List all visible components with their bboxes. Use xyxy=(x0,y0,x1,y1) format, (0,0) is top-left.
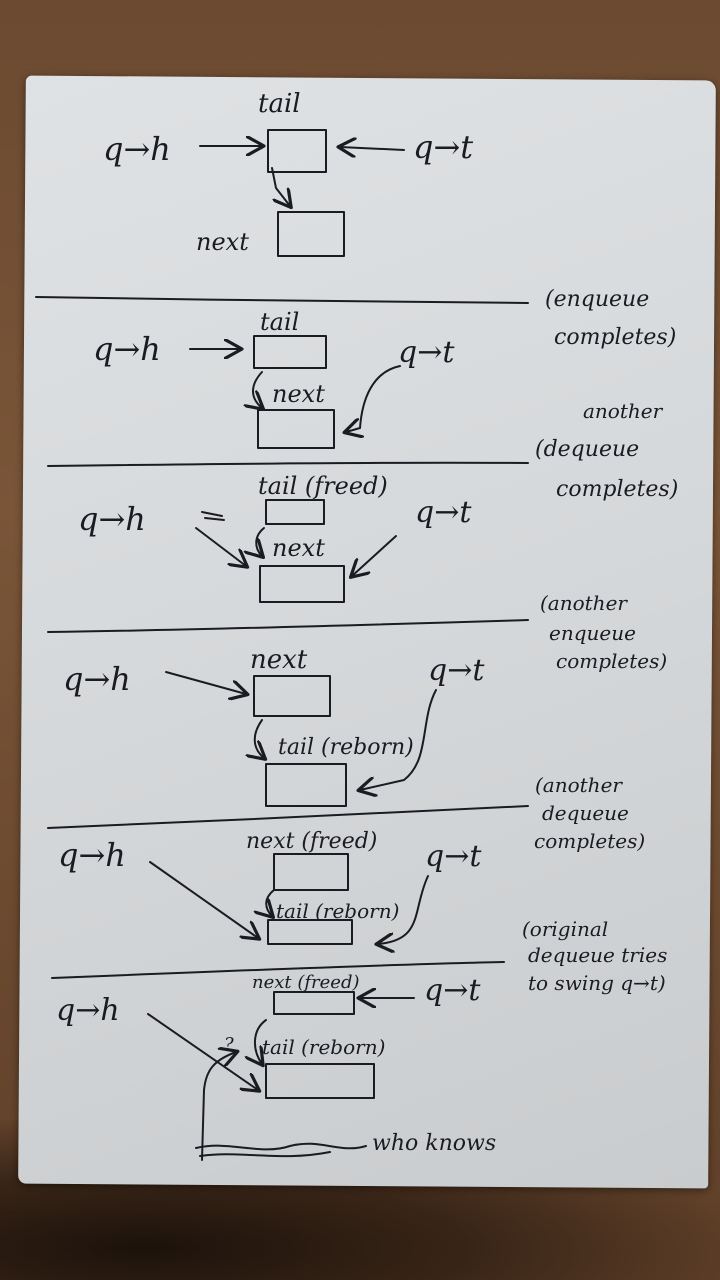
stage-2-next-node xyxy=(257,409,335,449)
footer-note: who knows xyxy=(372,1131,496,1156)
stage-2-note-line-1: (enqueue xyxy=(545,287,649,312)
stage-2-tail-label: tail xyxy=(260,308,299,336)
stage-6-note-line-1: (original xyxy=(522,917,608,941)
stage-1-tail-label: tail xyxy=(258,89,301,119)
stage-4-tail-arrow xyxy=(360,689,437,790)
stage-3-note-line-1: another xyxy=(583,399,664,423)
stage-2: (enqueue completes) tail q→h next q→t xyxy=(93,287,676,449)
stage-3-freed-node xyxy=(265,499,325,525)
stage-1: tail q→h q→t next xyxy=(103,89,473,257)
stage-2-tail-pointer: q→t xyxy=(398,335,455,370)
stage-4-tail-label: tail (reborn) xyxy=(278,735,414,760)
stage-5-next-label: next (freed) xyxy=(246,829,377,854)
stage-5-tail-node xyxy=(267,919,353,945)
stage-4-note-line-3: completes) xyxy=(556,649,667,673)
stage-4: (another enqueue completes) next q→h tai… xyxy=(63,591,667,807)
stage-5-tail-pointer: q→t xyxy=(425,839,482,874)
stage-3-next-node xyxy=(259,565,345,603)
stage-4-note-line-2: enqueue xyxy=(549,621,636,645)
stage-1-tail-node xyxy=(267,129,327,173)
stage-1-tail-arrow xyxy=(340,147,405,150)
stage-6-tail-node xyxy=(265,1063,375,1099)
stage-6-note-line-2: dequeue tries xyxy=(528,943,667,967)
stage-5-freed-node xyxy=(273,853,349,891)
stage-5-note-line-2: dequeue xyxy=(542,801,629,825)
stage-5-link-arrow xyxy=(266,889,274,916)
stage-5-note-line-3: completes) xyxy=(534,829,645,853)
stage-6-freed-node xyxy=(273,991,355,1015)
stage-5-note-line-1: (another xyxy=(535,773,623,797)
stage-2-head-pointer: q→h xyxy=(93,330,161,368)
divider-line xyxy=(51,961,505,979)
stage-3-tail-label: tail (freed) xyxy=(258,472,388,500)
stage-2-note-line-2: completes) xyxy=(554,325,676,350)
stage-6-question-arrow xyxy=(201,1052,236,1161)
stage-3: another (dequeue completes) tail (freed)… xyxy=(78,399,678,603)
stage-1-link-arrow xyxy=(271,167,290,206)
divider-line xyxy=(47,619,529,633)
stage-3-link-arrow xyxy=(256,527,264,556)
stage-2-next-label: next xyxy=(272,380,325,408)
stage-4-tail-pointer: q→t xyxy=(428,653,485,688)
stage-5-head-arrow xyxy=(149,861,258,938)
stage-2-tail-node xyxy=(253,335,327,369)
stage-6-head-arrow xyxy=(147,1013,258,1090)
stage-4-next-label: next xyxy=(250,645,308,675)
stage-6-question-mark: ? xyxy=(224,1034,234,1055)
stage-1-head-pointer: q→h xyxy=(103,130,171,168)
stage-4-head-pointer: q→h xyxy=(63,660,131,698)
stage-1-tail-pointer: q→t xyxy=(413,128,473,166)
stage-1-next-node xyxy=(277,211,345,257)
stage-6-link-arrow xyxy=(255,1019,267,1064)
stage-4-tail-node xyxy=(265,763,347,807)
stage-3-note-line-2: (dequeue xyxy=(535,437,639,462)
stage-2-tail-arrow xyxy=(346,365,401,432)
stage-6-next-label: next (freed) xyxy=(252,972,360,993)
stage-3-tail-arrow xyxy=(352,535,397,576)
stage-3-head-arrow xyxy=(195,527,246,566)
stage-4-note-line-1: (another xyxy=(540,591,628,615)
stage-6-tail-pointer: q→t xyxy=(424,973,481,1008)
stage-2-link-arrow xyxy=(253,371,262,408)
stage-3-next-label: next xyxy=(272,534,325,562)
scribbled-out-text xyxy=(195,1142,367,1151)
stage-4-link-arrow xyxy=(255,719,264,758)
stage-6-note-line-3: to swing q→t) xyxy=(528,971,666,995)
stage-3-tail-pointer: q→t xyxy=(415,495,472,530)
stage-5-tail-arrow xyxy=(378,875,429,944)
divider-line xyxy=(47,805,529,829)
stage-4-next-node xyxy=(253,675,331,717)
stage-3-note-line-3: completes) xyxy=(556,477,678,502)
stage-6-head-pointer: q→h xyxy=(56,993,120,1028)
stage-5-head-pointer: q→h xyxy=(58,836,126,874)
scribbled-out-text xyxy=(199,1151,331,1158)
stage-5: (another dequeue completes) next (freed)… xyxy=(58,773,645,944)
stage-6: (original dequeue tries to swing q→t) ne… xyxy=(56,917,667,1161)
stage-3-scribble xyxy=(201,511,225,521)
stage-4-head-arrow xyxy=(165,671,246,694)
divider-line xyxy=(35,296,529,304)
stage-1-next-label: next xyxy=(196,228,249,256)
stage-6-tail-label: tail (reborn) xyxy=(262,1035,385,1059)
divider-line xyxy=(47,461,529,467)
stage-3-head-pointer: q→h xyxy=(78,500,146,538)
